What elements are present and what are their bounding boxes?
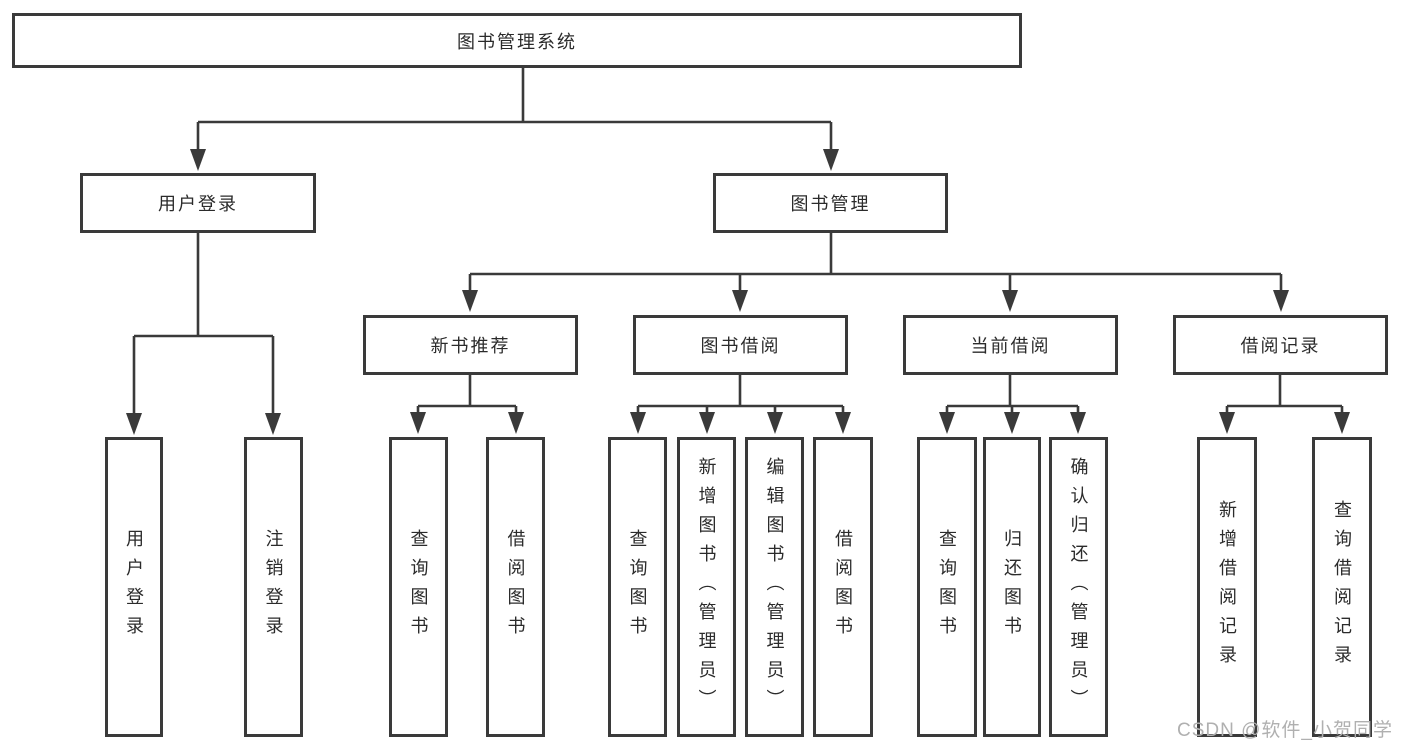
arrow-icon [732, 290, 748, 312]
node-book-management: 图书管理 [713, 173, 948, 233]
arrow-icon [1334, 412, 1350, 434]
leaf-edit-book-admin: 编辑图书（管理员） [745, 437, 804, 737]
node-book-borrowing: 图书借阅 [633, 315, 848, 375]
leaf-add-book-admin: 新增图书（管理员） [677, 437, 736, 737]
arrow-icon [823, 149, 839, 171]
node-new-book-recommend: 新书推荐 [363, 315, 578, 375]
arrow-icon [835, 412, 851, 434]
leaf-query-borrow-record: 查询借阅记录 [1312, 437, 1372, 737]
watermark: CSDN @软件_小贺同学 [1177, 720, 1393, 741]
arrow-icon [939, 412, 955, 434]
leaf-user-login: 用户登录 [105, 437, 163, 737]
arrow-icon [1273, 290, 1289, 312]
leaf-borrow-books-borrowing: 借阅图书 [813, 437, 873, 737]
leaf-borrow-books-recommend: 借阅图书 [486, 437, 545, 737]
arrow-icon [1002, 290, 1018, 312]
arrow-icon [265, 413, 281, 435]
arrow-icon [1004, 412, 1020, 434]
arrow-icon [699, 412, 715, 434]
leaf-query-books-recommend: 查询图书 [389, 437, 448, 737]
leaf-query-books-current: 查询图书 [917, 437, 977, 737]
leaf-confirm-return-admin: 确认归还（管理员） [1049, 437, 1108, 737]
leaf-query-books-borrowing: 查询图书 [608, 437, 667, 737]
leaf-logout: 注销登录 [244, 437, 303, 737]
arrow-icon [1219, 412, 1235, 434]
arrow-icon [1070, 412, 1086, 434]
arrow-icon [767, 412, 783, 434]
arrow-icon [126, 413, 142, 435]
node-user-login: 用户登录 [80, 173, 316, 233]
arrow-icon [410, 412, 426, 434]
node-borrow-records: 借阅记录 [1173, 315, 1388, 375]
arrow-icon [462, 290, 478, 312]
arrow-icon [508, 412, 524, 434]
arrow-icon [190, 149, 206, 171]
node-library-system: 图书管理系统 [12, 13, 1022, 68]
leaf-add-borrow-record: 新增借阅记录 [1197, 437, 1257, 737]
node-current-borrowing: 当前借阅 [903, 315, 1118, 375]
leaf-return-books: 归还图书 [983, 437, 1041, 737]
arrow-icon [630, 412, 646, 434]
